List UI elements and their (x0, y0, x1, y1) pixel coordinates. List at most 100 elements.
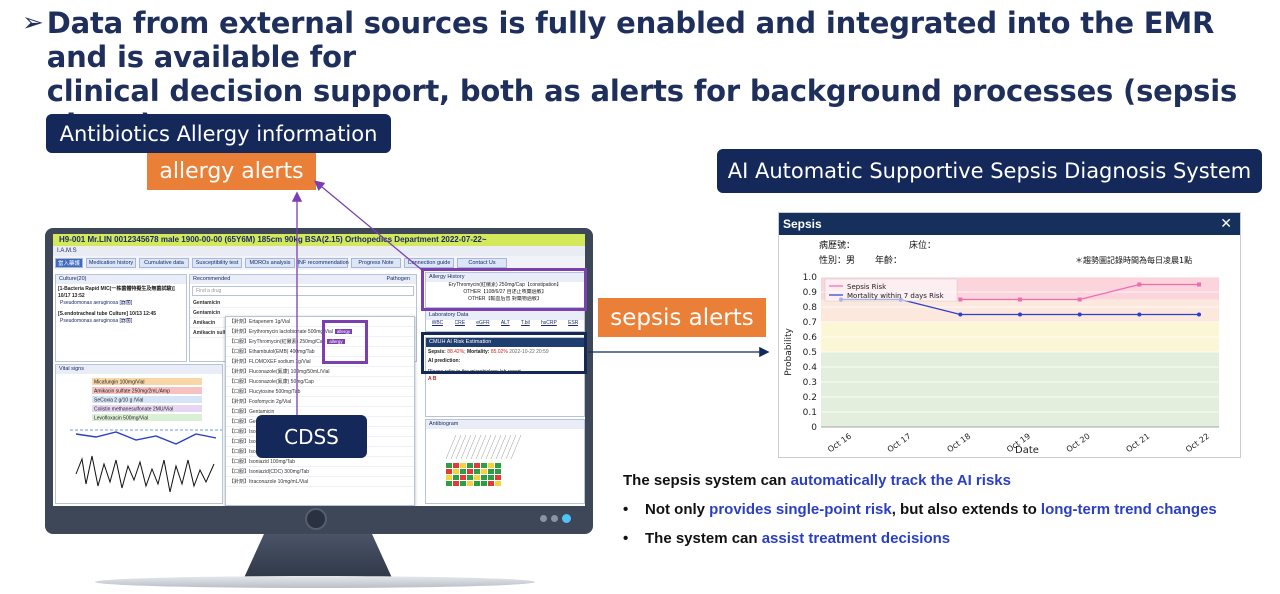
drug-search-input[interactable]: Find a drug (192, 286, 414, 296)
series-point (1077, 297, 1082, 302)
allergy-history-highlight-box (421, 268, 587, 311)
antibiogram-cell (488, 469, 494, 474)
antibiogram-cell (474, 481, 480, 486)
monitor-power-button (305, 508, 327, 530)
emr-tab[interactable]: INF recommendation (297, 258, 349, 268)
bullet-icon: • (623, 530, 629, 547)
series-point (1197, 312, 1201, 317)
close-icon[interactable]: ✕ (1220, 215, 1232, 231)
sepsis-value: 88.42% (447, 349, 465, 355)
drug-list-item[interactable]: 【口服】Ethambutol(EMB) 400mg/Tab (226, 347, 414, 357)
culture-panel: Culture(20) [1-Bacteria Rapid MIC(一株菌體特擬… (55, 274, 187, 362)
antibiogram-panel: Antibiogram (425, 419, 585, 504)
drug-list-item[interactable]: 【針劑】Fosfomycin 2g/Vial (226, 397, 414, 407)
x-tick-label: Oct 17 (886, 432, 913, 455)
antibiogram-cell (446, 475, 452, 480)
antibiogram-header-line (470, 434, 482, 460)
antibiogram-cell (460, 463, 466, 468)
culture-item-1[interactable]: [1-Bacteria Rapid MIC(一株菌體特擬生及無菌試驗)] 10/… (58, 286, 175, 299)
drug-name: 【口服】Gentamicin (229, 409, 275, 415)
drug-name: 【針劑】FLOMOXEF sodium 1g/Vial (229, 359, 311, 365)
bottom-line-2-a: Not only (645, 501, 710, 518)
risk-band (821, 299, 1219, 322)
antibiogram-cell (453, 469, 459, 474)
lab-column[interactable]: ALT (500, 320, 510, 326)
emr-tab[interactable]: 當入藥護 (55, 258, 83, 268)
emr-tab[interactable]: MDROs analysis (245, 258, 295, 268)
monitor-led-icon (562, 514, 571, 523)
drug-list-item[interactable]: 【口服】Fluconazole(氟康) 50mg/Cap (226, 377, 414, 387)
antibiogram-header-line (460, 434, 472, 460)
drug-list-item[interactable]: 【針劑】Ertapenem 1g/Vial (226, 317, 414, 327)
vital-med-bar (92, 378, 202, 385)
ai-prediction-label: AI prediction: (428, 358, 461, 364)
title-line-1: Data from external sources is fully enab… (46, 6, 1215, 74)
drug-name: 【針劑】Fluconazole(氟康) 100mg/50mL/Vial (229, 369, 330, 375)
culture-organism-1: Pseudomonas aeruginosa [器菌] (60, 300, 133, 306)
antibiogram-head: Antibiogram (426, 420, 584, 429)
sepsis-alerts-label: sepsis alerts (598, 298, 766, 337)
drug-list-item[interactable]: 【針劑】FLOMOXEF sodium 1g/Vial (226, 357, 414, 367)
lab-column[interactable]: T.bil (520, 320, 530, 326)
recommended-row[interactable]: Gentamicin (190, 298, 416, 308)
bottom-line-3-b: assist treatment decisions (761, 530, 951, 547)
record-no-label: 病歷號： (819, 241, 856, 251)
drug-name: 【針劑】Itraconazole 10mg/mL/Vial (229, 479, 309, 485)
history-to-allergy-arrow (313, 180, 423, 271)
antibiogram-cell (495, 475, 501, 480)
drug-list-item[interactable]: 【針劑】Fluconazole(氟康) 100mg/50mL/Vial (226, 367, 414, 377)
vital-med-label: Levofloxacin 500mg/Vial (94, 416, 148, 422)
drug-list-item[interactable]: 【口服】Isoniazid(CDC) 300mg/Tab (226, 467, 414, 477)
antibiogram-cell (467, 463, 473, 468)
drug-name: 【針劑】Fosfomycin 2g/Vial (229, 399, 292, 405)
series-point (1018, 297, 1022, 302)
antibiogram-cell (474, 469, 480, 474)
drug-list-item[interactable]: 【口服】Isoniazid 100mg/Tab (226, 457, 414, 467)
antibiogram-header-line (475, 434, 487, 460)
allergy-history-panel: Allergy History EryThromycin(紅黴素) 250mg/… (425, 272, 585, 308)
antibiogram-cell (481, 475, 487, 480)
age-label: 年齡： (875, 256, 903, 266)
patient-header: H9-001 Mr.LIN 0012345678 male 1900-00-00… (53, 234, 585, 246)
lab-column[interactable]: CRE (454, 320, 466, 326)
drug-name: 【口服】Isoniazid 100mg/Tab (229, 459, 295, 465)
vital-med-bar (92, 414, 202, 421)
emr-tab[interactable]: Medication history (86, 258, 136, 268)
sepsis-titlebar: Sepsis ✕ (779, 213, 1240, 235)
allergy-history-line-3: OTHER【輸血后曾 對藥物過敏】 (468, 296, 542, 302)
culture-item-2[interactable]: [S.endotracheal tube Culture] 10/13 12:4… (58, 311, 157, 317)
emr-tab[interactable]: Cumulative data (139, 258, 189, 268)
antibiogram-cell (446, 469, 452, 474)
emr-tab[interactable]: Contact Us (457, 258, 507, 268)
vital-med-label: Micafungin 100mg/Vial (94, 380, 145, 386)
emr-tab[interactable]: Connection guide (404, 258, 454, 268)
antibiogram-cell (460, 469, 466, 474)
drug-list-item[interactable]: 【針劑】Erythromycin lactobionate 500mg/Vial… (226, 327, 414, 337)
drug-name: 【口服】Gentamicin (229, 419, 275, 425)
antibiogram-cell (481, 481, 487, 486)
emr-tab[interactable]: Progress Note (351, 258, 401, 268)
y-tick-label: 0.9 (803, 288, 818, 298)
allergy-highlight-box (322, 320, 368, 364)
app-name: I.A.M.S (53, 246, 585, 256)
x-axis-label: Date (1015, 445, 1039, 456)
y-tick-label: 0.4 (803, 363, 818, 373)
lab-column[interactable]: WBC (431, 320, 444, 326)
lab-column[interactable]: hsCRP (541, 320, 557, 326)
emr-screen: H9-001 Mr.LIN 0012345678 male 1900-00-00… (53, 234, 585, 506)
emr-tab[interactable]: Susceptibility test (192, 258, 242, 268)
antibiogram-header-line (465, 434, 477, 460)
drug-list-item[interactable]: 【口服】Flucytosine 500mg/Tab (226, 387, 414, 397)
bottom-line-1: The sepsis system can automatically trac… (623, 472, 1011, 489)
drug-list-item[interactable]: 【針劑】Itraconazole 10mg/mL/Vial (226, 477, 414, 487)
sepsis-window: Sepsis ✕ 病歷號： 床位： 性別：男 年齡： ＊趨勢圖記錄時間為每日凌晨… (778, 212, 1241, 458)
lab-column[interactable]: eGFR (476, 320, 490, 326)
lab-column[interactable]: ESR (568, 320, 579, 326)
antibiogram-cell (467, 475, 473, 480)
vital-med-label: SeCoxia 2 g/10 g /Vial (94, 398, 143, 404)
ai-risk-grades: A B (428, 376, 437, 382)
antibiogram-cell (488, 481, 494, 486)
vital-med-bar (92, 405, 202, 412)
